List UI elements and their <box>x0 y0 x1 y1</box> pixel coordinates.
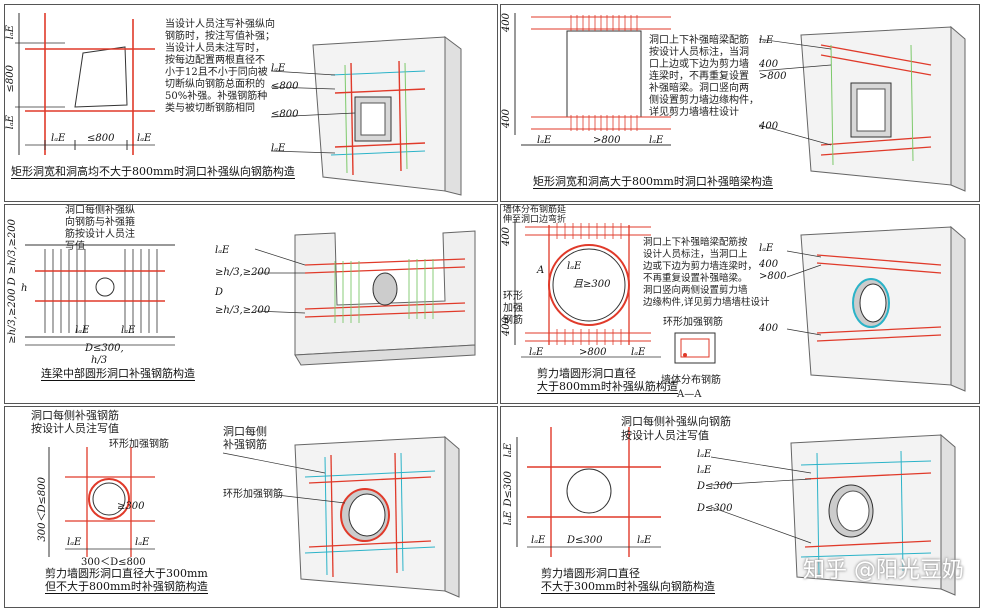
dim-dle300-3d-b: D≤300 <box>697 503 733 514</box>
dim-lae-3d: lₐE <box>759 35 774 46</box>
panel-circle-medium-note3: 洞口每侧 补强钢筋 <box>223 425 267 451</box>
panel-circle-large-drawing <box>514 219 966 392</box>
section-marker-a: A <box>537 265 545 276</box>
dim-dle300: D≤300, <box>85 343 124 354</box>
panel-rect-large-caption: 矩形洞宽和洞高大于800mm时洞口补强暗梁构造 <box>533 175 773 189</box>
panel-circle-medium-drawing <box>48 435 460 598</box>
dim-h3: h/3 <box>91 355 108 366</box>
dim-gt800: >800 <box>579 347 607 358</box>
dim-lae-right: lₐE <box>631 347 646 358</box>
panel-rect-small: 当设计人员注写补强纵向 钢筋时，按注写值补强； 当设计人员未注写时， 按每边配置… <box>4 4 498 202</box>
dim-drange: 300＜D≤800 <box>81 557 146 568</box>
dim-lae-left: lₐE <box>75 325 90 336</box>
panel-circle-small-note: 洞口每侧补强纵向钢筋 按设计人员注写值 <box>621 415 731 442</box>
dim-400-top: 400 <box>501 227 512 247</box>
dim-lae-right: lₐE <box>121 325 136 336</box>
dim-lae-left-top: lₐE <box>503 443 514 458</box>
panel-circle-large-ringnote: 环形 加强 钢筋 <box>503 291 523 326</box>
dim-lae-left: lₐE <box>529 347 544 358</box>
panel-circle-large: 墙体分布钢筋延 伸至洞口边弯折 洞口上下补强暗梁配筋按 设计人员标注，当洞口上 … <box>500 204 980 404</box>
dim-400-top: 400 <box>501 13 512 33</box>
panel-beam-circle-caption: 连梁中部圆形洞口补强钢筋构造 <box>41 367 195 381</box>
dim-lae-ring: lₐE <box>567 261 582 272</box>
dim-dle300-vertical: D≤300 <box>503 471 514 507</box>
dim-lae-3d: lₐE <box>215 245 230 256</box>
dim-h3-3d-a: ≥h/3,≥200 <box>215 267 271 278</box>
dim-gt800-3d: >800 <box>759 271 787 282</box>
dim-400-3d-b: 400 <box>759 323 779 334</box>
dim-lae-left-bottom: lₐE <box>503 511 514 526</box>
dim-le800-left: ≤800 <box>5 65 16 93</box>
dim-h: h <box>21 283 28 294</box>
ring-rebar-label: 环形加强钢筋 <box>663 317 723 328</box>
panel-circle-large-topnote: 墙体分布钢筋延 伸至洞口边弯折 <box>503 205 567 225</box>
panel-circle-small: 洞口每侧补强纵向钢筋 按设计人员注写值 lₐE D≤300 lₐE lₐE D≤… <box>500 406 980 608</box>
dim-lae-bottom-left: lₐE <box>531 535 546 546</box>
dim-lae-left-top: lₐE <box>5 25 16 40</box>
dim-lae-bottom-right: lₐE <box>637 535 652 546</box>
panel-circle-medium-note2: 环形加强钢筋 <box>109 439 169 450</box>
panel-circle-medium-caption: 剪力墙圆形洞口直径大于300mm 但不大于800mm时补强钢筋构造 <box>45 567 208 594</box>
wall-rebar-label: 墙体分布钢筋 <box>661 375 721 386</box>
panel-rect-small-caption: 矩形洞宽和洞高均不大于800mm时洞口补强纵向钢筋构造 <box>11 165 295 179</box>
dim-h3-3d-b: ≥h/3,≥200 <box>215 305 271 316</box>
panel-circle-medium-note4: 环形加强钢筋 <box>223 489 283 500</box>
panel-rect-small-drawing <box>15 13 462 196</box>
panel-beam-circle-drawing <box>25 230 476 366</box>
watermark: 知乎 @阳光豆奶 <box>803 558 964 583</box>
dim-lae-bottom-left: lₐE <box>51 133 66 144</box>
dim-lae-bottom-right: lₐE <box>137 133 152 144</box>
dim-gt800: >800 <box>593 135 621 146</box>
dim-lae-3d-a: lₐE <box>697 449 712 460</box>
dim-lae-3d-a: lₐE <box>271 63 286 74</box>
panel-circle-small-drawing <box>516 427 956 596</box>
dim-dle300-bottom: D≤300 <box>567 535 603 546</box>
dim-lae-left-bottom: lₐE <box>5 115 16 130</box>
panel-circle-medium-note1: 洞口每侧补强钢筋 按设计人员注写值 <box>31 409 119 435</box>
dim-dle300-3d-a: D≤300 <box>697 481 733 492</box>
panel-beam-circle-note: 洞口每侧补强纵 向钢筋与补强箍 筋按设计人员注 写值 <box>65 205 135 252</box>
dim-lae-right: lₐE <box>649 135 664 146</box>
dim-le800-3d-b: ≤800 <box>271 109 299 120</box>
dim-lae-3d-b: lₐE <box>697 465 712 476</box>
dim-lae-3d: lₐE <box>759 243 774 254</box>
dim-ge300: 且≥300 <box>573 279 611 290</box>
section-aa-label: A—A <box>677 389 702 400</box>
dim-le800-bottom: ≤800 <box>87 133 115 144</box>
dim-vertical-chain: ≥h/3,≥200 D ≥h/3,≥200 <box>7 219 18 344</box>
dim-400-3d-a: 400 <box>759 59 779 70</box>
panel-rect-large: 洞口上下补强暗梁配筋 按设计人员标注，当洞 口上边或下边为剪力墙 连梁时，不再重… <box>500 4 980 202</box>
panel-rect-small-note: 当设计人员注写补强纵向 钢筋时，按注写值补强； 当设计人员未注写时， 按每边配置… <box>165 19 275 114</box>
dim-lae-left: lₐE <box>67 537 82 548</box>
dim-400-bottom: 400 <box>501 317 512 337</box>
panel-rect-large-drawing <box>514 13 966 192</box>
dim-400-bottom: 400 <box>501 109 512 129</box>
dim-lae-left: lₐE <box>537 135 552 146</box>
dim-gt800-3d: >800 <box>759 71 787 82</box>
panel-beam-circle: 洞口每侧补强纵 向钢筋与补强箍 筋按设计人员注 写值 ≥h/3,≥200 D ≥… <box>4 204 498 404</box>
dim-d300-ring: ≥300 <box>117 501 145 512</box>
dim-lae-right: lₐE <box>135 537 150 548</box>
panel-circle-large-note: 洞口上下补强暗梁配筋按 设计人员标注，当洞口上 边或下边为剪力墙连梁时， 不再重… <box>643 237 770 308</box>
dim-400-3d-a: 400 <box>759 259 779 270</box>
dim-le800-3d-a: ≤800 <box>271 81 299 92</box>
dim-drange-vertical: 300＜D≤800 <box>37 477 48 542</box>
dim-lae-3d-b: lₐE <box>271 143 286 154</box>
panel-circle-medium: 洞口每侧补强钢筋 按设计人员注写值 环形加强钢筋 洞口每侧 补强钢筋 环形加强钢… <box>4 406 498 608</box>
panel-circle-large-caption: 剪力墙圆形洞口直径 大于800mm时补强纵筋构造 <box>537 367 678 394</box>
panel-circle-small-caption: 剪力墙圆形洞口直径 不大于300mm时补强纵向钢筋构造 <box>541 567 715 594</box>
dim-d-3d: D <box>215 287 224 298</box>
panel-rect-large-note: 洞口上下补强暗梁配筋 按设计人员标注，当洞 口上边或下边为剪力墙 连梁时，不再重… <box>649 35 759 118</box>
dim-400-3d-b: 400 <box>759 121 779 132</box>
